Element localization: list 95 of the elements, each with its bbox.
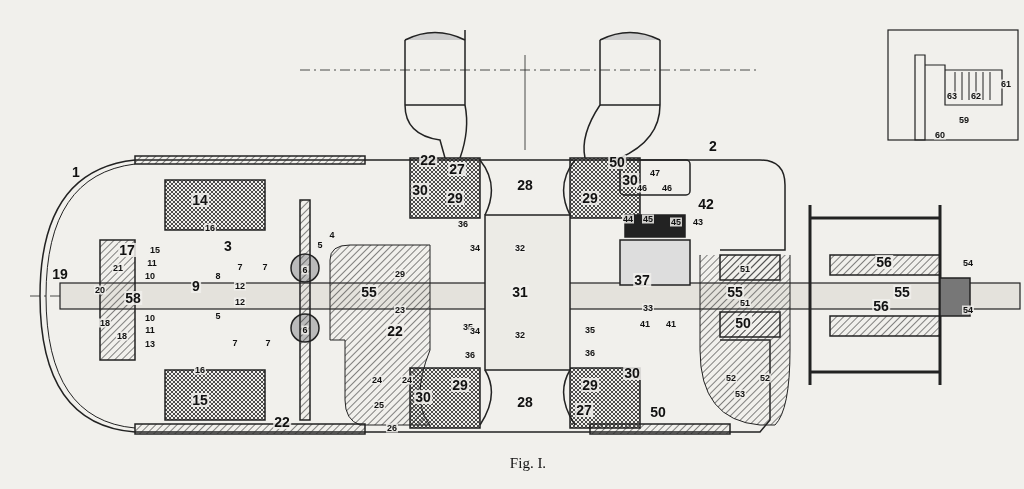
callout-number: 56 (875, 255, 893, 269)
callout-number: 7 (261, 262, 269, 272)
callout-number: 3 (223, 239, 233, 253)
callout-number: 55 (360, 285, 378, 299)
callout-number: 24 (371, 375, 383, 385)
callout-number: 62 (970, 91, 982, 101)
callout-number: 27 (575, 403, 593, 417)
callout-number: 27 (448, 162, 466, 176)
callout-number: 22 (419, 153, 437, 167)
callout-number: 45 (670, 217, 682, 227)
callout-number: 29 (451, 378, 469, 392)
callout-number: 10 (144, 313, 156, 323)
callout-number: 36 (457, 219, 469, 229)
callout-number: 36 (584, 348, 596, 358)
callout-number: 52 (725, 373, 737, 383)
callout-number: 9 (191, 279, 201, 293)
callout-number: 42 (697, 197, 715, 211)
callout-number: 11 (144, 325, 156, 335)
callout-number: 55 (893, 285, 911, 299)
callout-number: 32 (514, 243, 526, 253)
callout-number: 32 (514, 330, 526, 340)
callout-number: 47 (649, 168, 661, 178)
callout-number: 6 (301, 325, 309, 335)
callout-number: 8 (214, 271, 222, 281)
callout-number: 33 (642, 303, 654, 313)
figure-caption: Fig. I. (509, 454, 547, 472)
callout-number: 16 (204, 223, 216, 233)
callout-number: 6 (301, 265, 309, 275)
callout-number: 43 (692, 217, 704, 227)
callout-number: 30 (623, 366, 641, 380)
callout-number: 30 (621, 173, 639, 187)
callout-number: 34 (469, 243, 481, 253)
callout-number: 51 (739, 264, 751, 274)
callout-number: 7 (236, 262, 244, 272)
callout-number: 18 (99, 318, 111, 328)
callout-number: 29 (581, 378, 599, 392)
callout-number: 29 (394, 269, 406, 279)
callout-number: 15 (149, 245, 161, 255)
callout-number: 24 (401, 375, 413, 385)
callout-number: 60 (934, 130, 946, 140)
callout-number: 51 (739, 298, 751, 308)
callout-number: 26 (386, 423, 398, 433)
callout-number: 12 (234, 297, 246, 307)
callout-number: 55 (726, 285, 744, 299)
callout-number: 59 (958, 115, 970, 125)
callout-number: 35 (584, 325, 596, 335)
callout-number: 22 (273, 415, 291, 429)
callout-number: 15 (191, 393, 209, 407)
callout-number: 46 (636, 183, 648, 193)
callout-number: 45 (642, 214, 654, 224)
callout-number: 10 (144, 271, 156, 281)
callout-number: 17 (118, 243, 136, 257)
callout-number: 30 (414, 390, 432, 404)
callout-number: 54 (962, 305, 974, 315)
callout-number: 2 (708, 139, 718, 153)
callout-number: 63 (946, 91, 958, 101)
callout-number: 14 (191, 193, 209, 207)
callout-number: 41 (665, 319, 677, 329)
callout-number: 56 (872, 299, 890, 313)
callout-number: 28 (516, 395, 534, 409)
callout-number: 44 (622, 214, 634, 224)
callout-number: 22 (386, 324, 404, 338)
callout-number: 28 (516, 178, 534, 192)
callout-number: 37 (633, 273, 651, 287)
callout-number: 23 (394, 305, 406, 315)
callout-number: 7 (264, 338, 272, 348)
callout-number: 7 (231, 338, 239, 348)
callout-number: 36 (464, 350, 476, 360)
callout-number: 50 (608, 155, 626, 169)
callout-number: 29 (581, 191, 599, 205)
callout-number: 41 (639, 319, 651, 329)
callout-number: 18 (116, 331, 128, 341)
callout-number: 30 (411, 183, 429, 197)
callout-number: 54 (962, 258, 974, 268)
callout-number: 19 (51, 267, 69, 281)
callout-number: 16 (194, 365, 206, 375)
callout-number: 50 (649, 405, 667, 419)
callout-number: 4 (328, 230, 336, 240)
callout-number: 20 (94, 285, 106, 295)
callout-number: 29 (446, 191, 464, 205)
callout-number: 58 (124, 291, 142, 305)
callout-number: 11 (146, 258, 158, 268)
callout-number: 52 (759, 373, 771, 383)
callout-number: 53 (734, 389, 746, 399)
callout-number: 50 (734, 316, 752, 330)
callout-number: 5 (316, 240, 324, 250)
callout-number: 31 (511, 285, 529, 299)
callout-number: 13 (144, 339, 156, 349)
callout-number: 5 (214, 311, 222, 321)
callout-number: 25 (373, 400, 385, 410)
callout-number: 21 (112, 263, 124, 273)
callout-number: 46 (661, 183, 673, 193)
callout-number: 12 (234, 281, 246, 291)
callout-number: 1 (71, 165, 81, 179)
callout-number: 61 (1000, 79, 1012, 89)
